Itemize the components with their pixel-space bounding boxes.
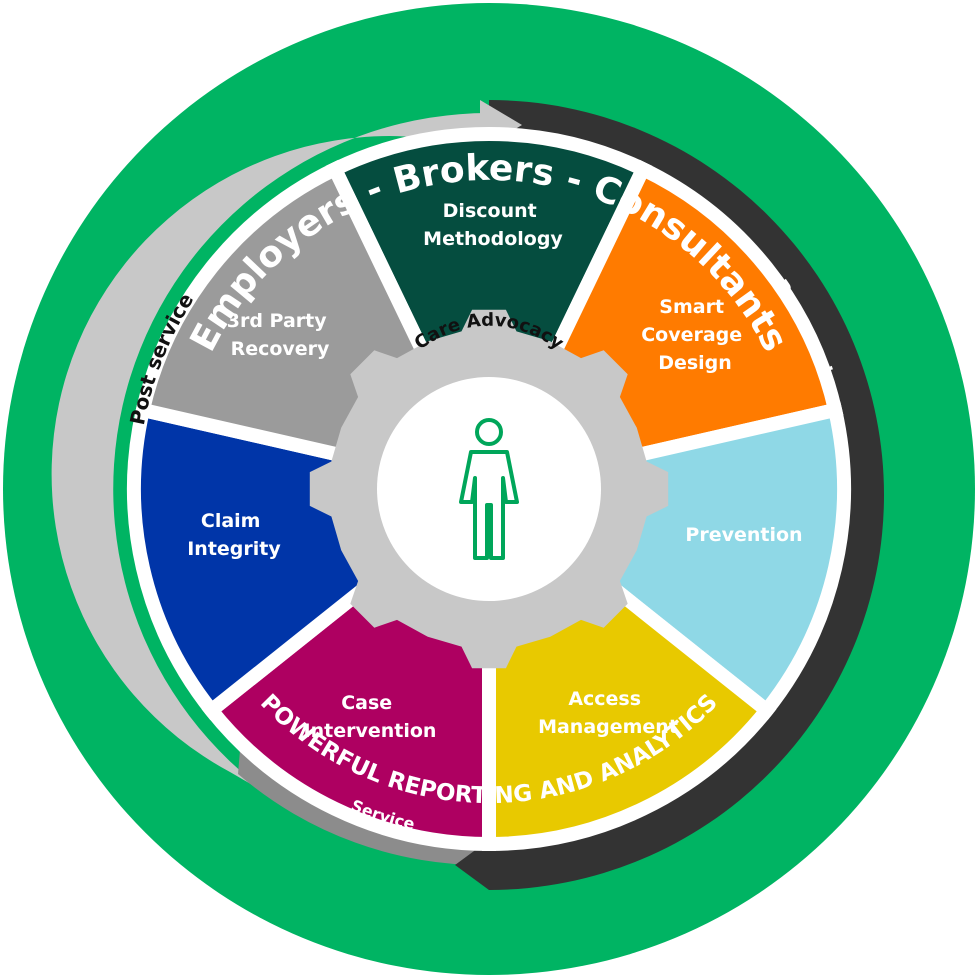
segment-label-discount-methodology: Discount Methodology [423, 200, 563, 250]
segment-label-smart-coverage-design: Smart Coverage Design [641, 296, 749, 374]
segment-discount-methodology [325, 127, 653, 460]
segment-label-case-intervention: Case Intervention [304, 692, 437, 742]
person-icon [459, 418, 519, 560]
segment-label-access-management: Access Management [538, 688, 678, 738]
segments [127, 127, 851, 852]
segment-label-claim-integrity: Claim Integrity [187, 510, 281, 560]
gear-center-disk [377, 377, 601, 601]
post-service-arc [51, 113, 489, 798]
segment-label-prevention: Prevention [685, 524, 802, 546]
segment-label-3rd-party-recovery: 3rd Party Recovery [227, 310, 334, 360]
